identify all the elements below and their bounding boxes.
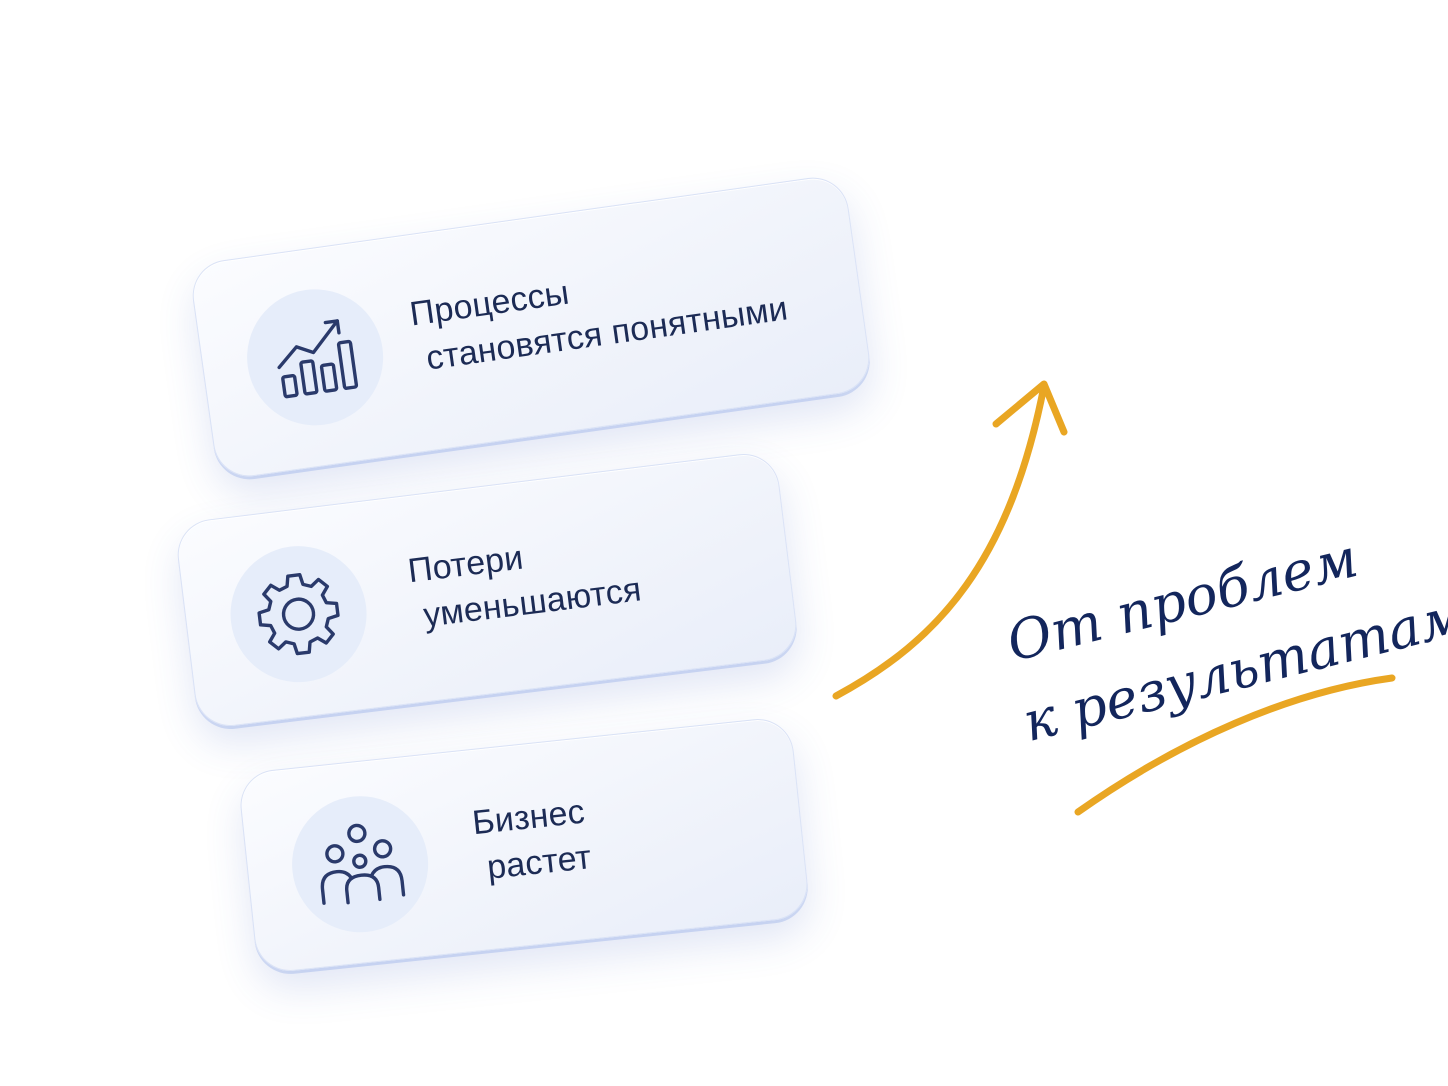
icon-circle — [285, 789, 435, 939]
card-business: Бизнес растет — [236, 715, 812, 975]
growth-chart-icon — [277, 319, 359, 399]
arrow-up-icon — [832, 382, 1048, 700]
icon-circle — [222, 538, 375, 690]
card-processes: Процессы становятся понятными — [188, 172, 874, 482]
people-group-icon — [320, 823, 406, 905]
gear-icon — [257, 573, 340, 656]
arrowhead — [992, 380, 1068, 436]
icon-circle — [238, 280, 392, 435]
underline-stroke — [1074, 674, 1396, 816]
card-losses: Потери уменьшаются — [173, 449, 801, 731]
